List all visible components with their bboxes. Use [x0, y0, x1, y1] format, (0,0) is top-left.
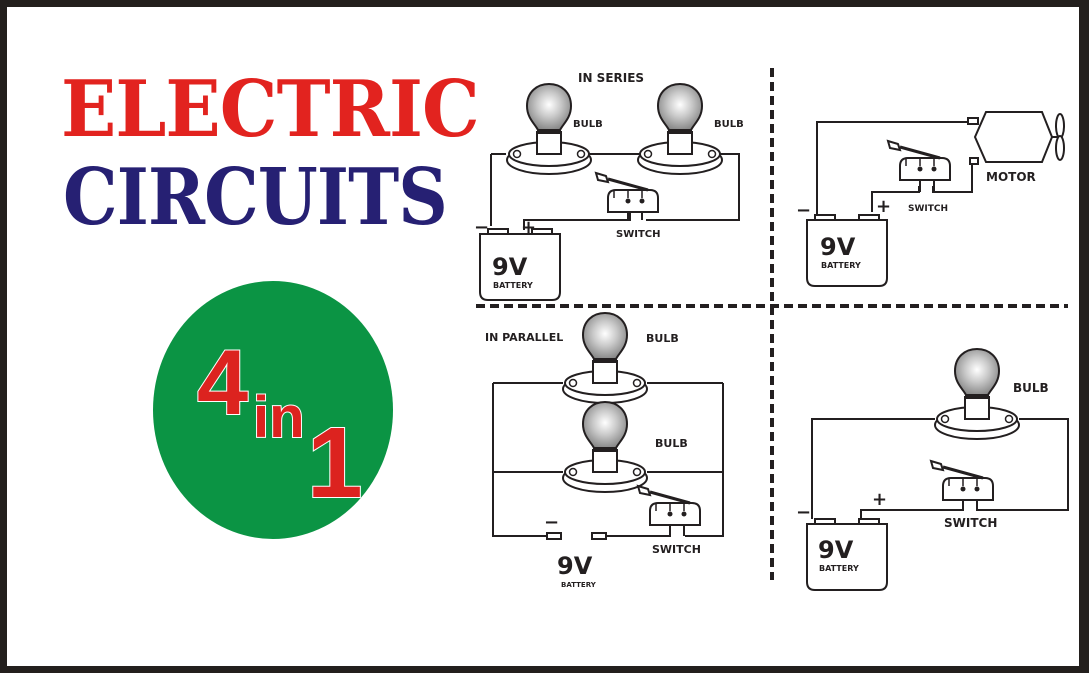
parallel-heading: IN PARALLEL: [485, 331, 563, 344]
badge-count: 1: [306, 407, 364, 519]
motor: [967, 111, 1065, 165]
parallel-switch: [636, 484, 702, 527]
single-battery-plus: +: [872, 489, 887, 510]
series-battery-minus: −: [474, 217, 489, 238]
panel-parallel-circuit: IN PARALLEL BULB BULB SWITCH − 9V BATTER…: [485, 312, 724, 589]
single-battery-label: BATTERY: [819, 564, 859, 573]
panel-single-bulb-circuit: BULB SWITCH − + 9V BATTERY: [796, 348, 1069, 591]
series-switch: [594, 171, 660, 214]
series-bulb-2: [637, 83, 723, 175]
parallel-battery: [546, 532, 607, 540]
motor-battery-plus: +: [876, 196, 891, 217]
four-in-one-badge: 4 in 1: [153, 281, 393, 539]
parallel-bulb-2-label: BULB: [655, 437, 688, 450]
series-battery-plus: +: [521, 217, 536, 238]
panel-motor-circuit: MOTOR SWITCH − + 9V BATTERY: [796, 111, 1065, 287]
parallel-bulb-1: [562, 312, 648, 404]
motor-label: MOTOR: [986, 170, 1036, 184]
single-switch-label: SWITCH: [944, 516, 997, 530]
single-bulb: [934, 348, 1020, 440]
badge-word: in: [252, 385, 306, 450]
series-heading: IN SERIES: [578, 71, 644, 85]
motor-switch-label: SWITCH: [908, 204, 948, 214]
single-switch: [929, 459, 995, 502]
motor-battery-voltage: 9V: [820, 233, 856, 261]
title-electric: ELECTRIC: [61, 64, 480, 155]
series-bulb-2-label: BULB: [714, 119, 744, 130]
series-battery-voltage: 9V: [492, 253, 528, 281]
parallel-bulb-2: [562, 401, 648, 493]
series-battery-label: BATTERY: [493, 281, 533, 290]
single-bulb-label: BULB: [1013, 381, 1049, 395]
title-circuits: CIRCUITS: [63, 152, 448, 243]
motor-switch: [886, 139, 952, 182]
badge-number: 4: [196, 332, 249, 434]
parallel-battery-voltage: 9V: [557, 552, 593, 580]
series-switch-label: SWITCH: [616, 229, 660, 240]
single-battery-minus: −: [796, 502, 811, 523]
single-battery-voltage: 9V: [818, 536, 854, 564]
motor-battery-minus: −: [796, 200, 811, 221]
panel-series-circuit: IN SERIES BULB BULB SWITCH − + 9V BATTER…: [474, 71, 744, 301]
parallel-battery-label: BATTERY: [561, 581, 597, 589]
parallel-bulb-1-label: BULB: [646, 332, 679, 345]
parallel-battery-minus: −: [544, 512, 559, 533]
series-bulb-1-label: BULB: [573, 119, 603, 130]
parallel-switch-label: SWITCH: [652, 543, 701, 556]
motor-battery-label: BATTERY: [821, 261, 861, 270]
